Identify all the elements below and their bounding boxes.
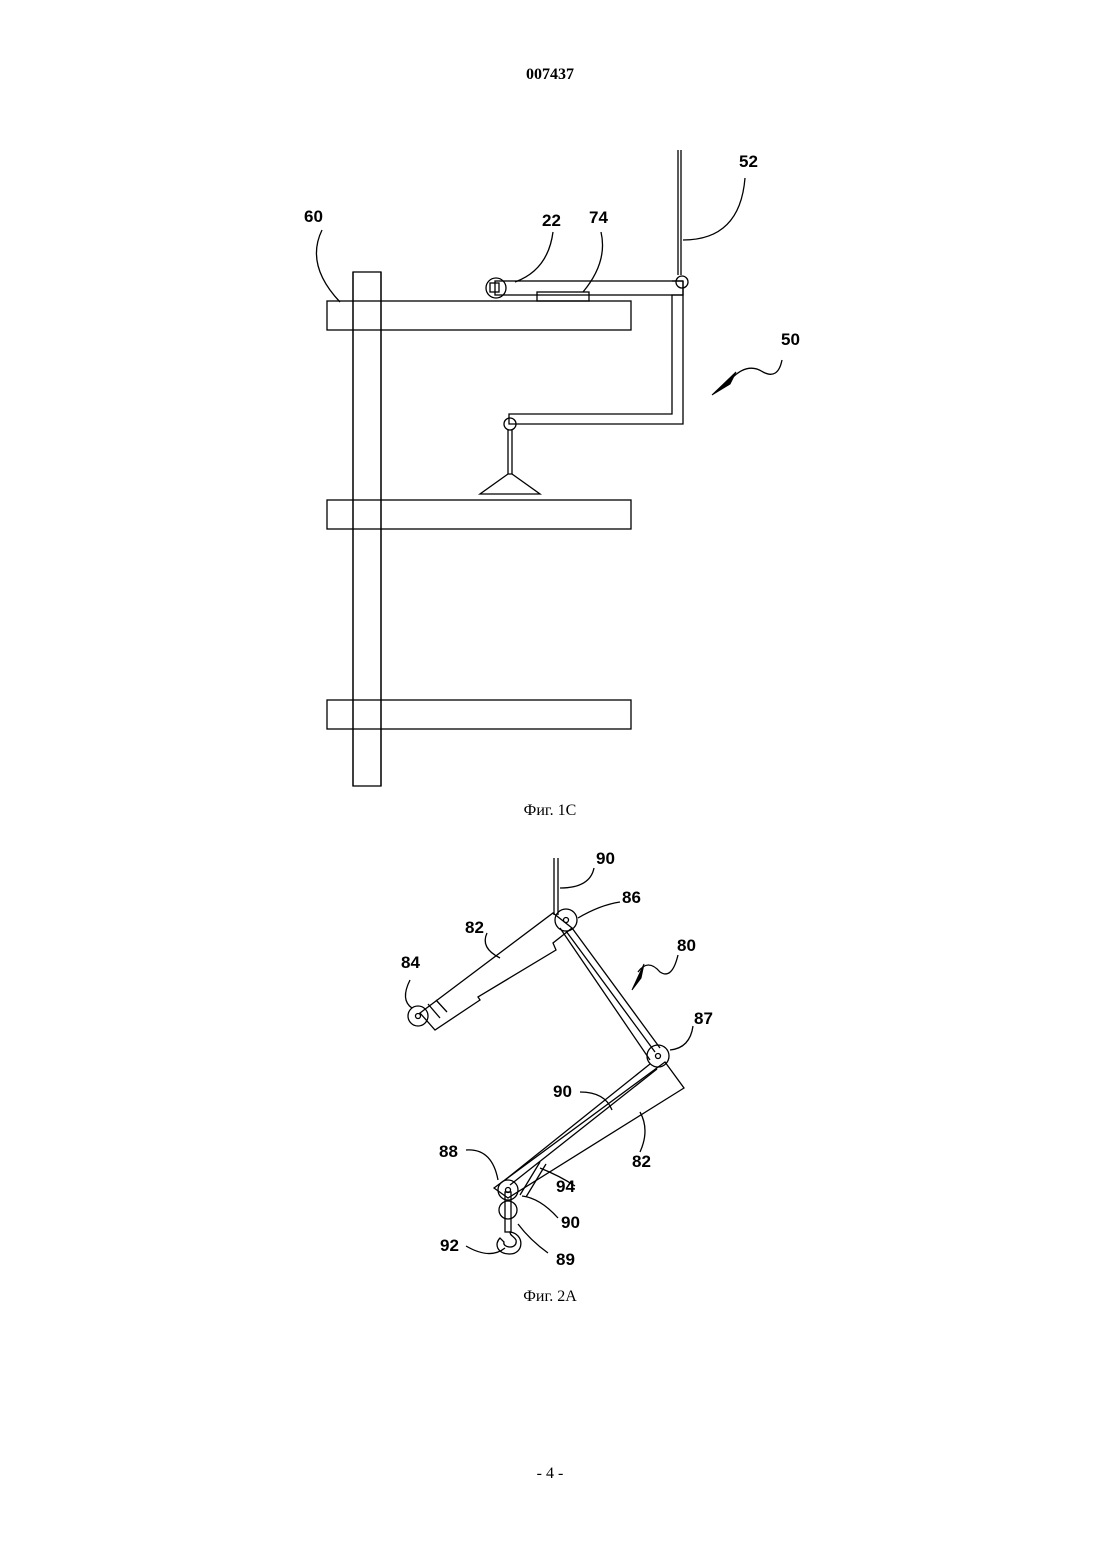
shelf-bottom [327, 700, 631, 729]
label-92: 92 [440, 1236, 459, 1255]
arm-50 [509, 281, 683, 424]
label-94: 94 [556, 1177, 575, 1196]
label-84: 84 [401, 953, 420, 972]
label-88: 88 [439, 1142, 458, 1161]
label-60: 60 [304, 207, 323, 226]
upper-arm-82 [420, 913, 572, 1030]
shelf-middle [327, 500, 631, 529]
label-50: 50 [781, 330, 800, 349]
pulley-84 [408, 1006, 428, 1026]
label-90-bottom: 90 [561, 1213, 580, 1232]
figure-1c-drawing [316, 150, 782, 786]
figure-2a-caption: Фиг. 2А [0, 1288, 1100, 1306]
pad-74 [537, 292, 589, 301]
pulley-89 [499, 1201, 517, 1219]
label-86: 86 [622, 888, 641, 907]
figure-2a-drawing [405, 858, 693, 1254]
label-90-top: 90 [596, 849, 615, 868]
label-90-mid: 90 [553, 1082, 572, 1101]
label-87: 87 [694, 1009, 713, 1028]
label-89: 89 [556, 1250, 575, 1269]
label-82-upper: 82 [465, 918, 484, 937]
figure-1c-caption: Фиг. 1С [0, 802, 1100, 820]
pulley-86 [555, 909, 577, 931]
pulley-88 [498, 1180, 518, 1200]
label-52: 52 [739, 152, 758, 171]
shelf-top [327, 301, 631, 330]
label-22: 22 [542, 211, 561, 230]
lower-arm-82 [494, 1062, 684, 1198]
label-80: 80 [677, 936, 696, 955]
suction-cup [480, 474, 540, 494]
label-74: 74 [589, 208, 608, 227]
label-82-lower: 82 [632, 1152, 651, 1171]
page-number: - 4 - [0, 1465, 1100, 1483]
